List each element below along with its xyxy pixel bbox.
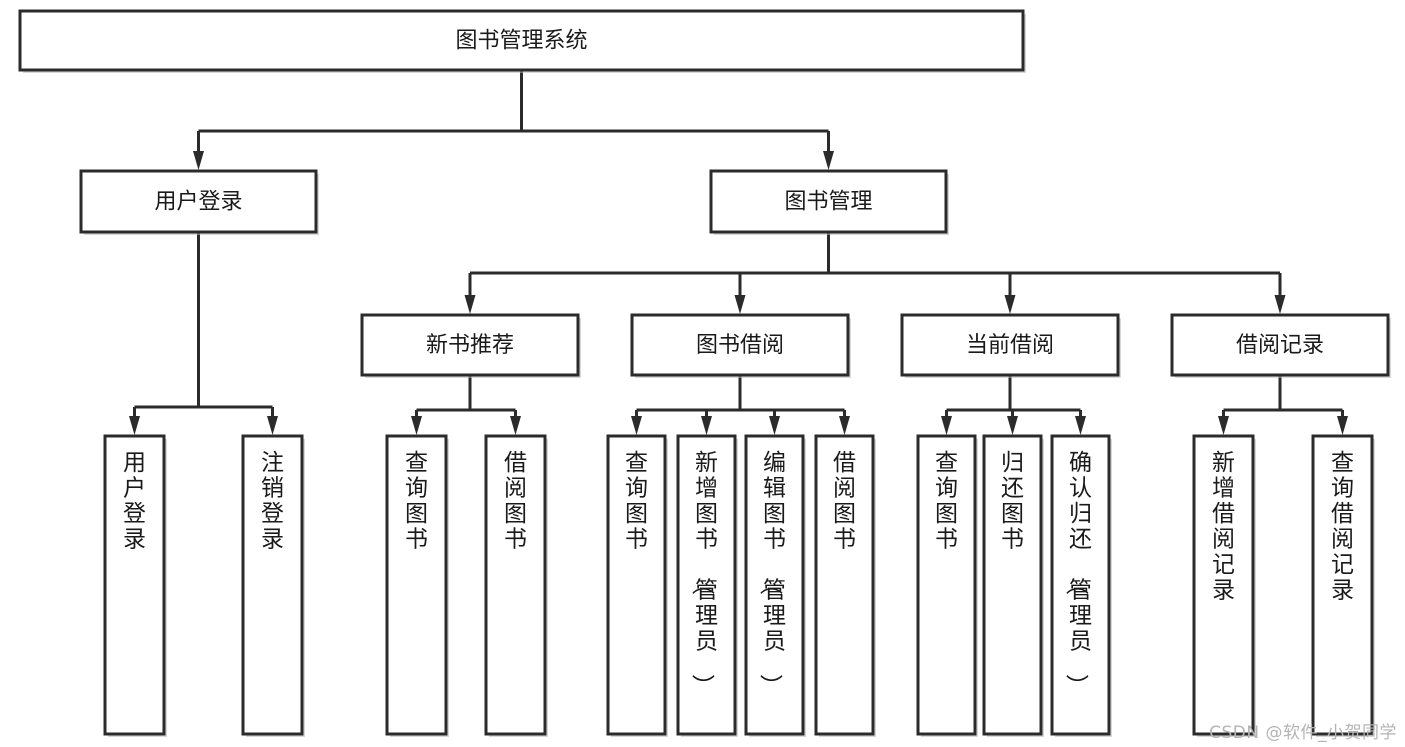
node-rect <box>676 434 737 736</box>
arrow-head-icon <box>129 416 140 435</box>
leaf-bb-query[interactable]: 查询图书 <box>606 434 668 737</box>
node-label: 图书管理 <box>784 190 872 215</box>
arrow-head-icon <box>1274 295 1286 314</box>
node-current-borrow[interactable]: 当前借阅 <box>900 313 1121 378</box>
node-root-root[interactable]: 图书管理系统 <box>18 9 1026 73</box>
node-label: 借阅图书 <box>833 450 856 553</box>
node-rect <box>900 313 1120 377</box>
node-rect <box>1050 434 1111 736</box>
node-rect <box>630 313 850 377</box>
leaf-cb-query[interactable]: 查询图书 <box>916 434 978 737</box>
node-rect <box>79 169 318 234</box>
node-borrow-record[interactable]: 借阅记录 <box>1170 313 1391 378</box>
node-label: 图书借阅 <box>696 333 784 358</box>
node-label: 新增借阅记录 <box>1212 450 1235 604</box>
arrow-head-icon <box>1218 416 1229 435</box>
leaf-leaf-user-login[interactable]: 用户登录 <box>103 434 167 737</box>
node-label: 查询图书 <box>625 450 648 553</box>
arrow-head-icon <box>839 416 850 435</box>
node-rect <box>385 434 448 736</box>
watermark-text: CSDN @软件_小贺同学 <box>1209 723 1397 743</box>
node-label: 借阅记录 <box>1236 333 1324 358</box>
node-rect <box>744 434 805 736</box>
node-book-borrow[interactable]: 图书借阅 <box>630 313 851 378</box>
node-label: 图书管理系统 <box>455 29 587 54</box>
arrow-head-icon <box>1004 295 1016 314</box>
node-label: 新书推荐 <box>426 333 514 358</box>
node-rect <box>1170 313 1390 377</box>
arrow-head-icon <box>464 295 476 314</box>
node-label: 查询图书 <box>405 450 428 553</box>
leaf-bb-add[interactable]: 新增图书（管理员） <box>676 434 738 737</box>
connector-layer <box>129 70 1348 435</box>
node-label: 查询借阅记录 <box>1331 450 1354 604</box>
node-rect <box>606 434 667 736</box>
arrow-head-icon <box>701 416 712 435</box>
node-user-login[interactable]: 用户登录 <box>79 169 319 235</box>
arrow-head-icon <box>411 416 422 435</box>
node-rect <box>18 9 1025 72</box>
node-rect <box>1192 434 1255 736</box>
node-label: 归还图书 <box>1001 450 1024 553</box>
arrow-head-icon <box>193 151 204 170</box>
node-rect <box>1311 434 1374 736</box>
leaf-cb-return[interactable]: 归还图书 <box>982 434 1044 737</box>
node-label: 用户登录 <box>123 450 146 553</box>
leaf-bb-borrow[interactable]: 借阅图书 <box>814 434 876 737</box>
arrow-head-icon <box>823 151 834 170</box>
leaf-bb-edit[interactable]: 编辑图书（管理员） <box>744 434 806 737</box>
node-label: 借阅图书 <box>504 450 527 553</box>
node-rect <box>709 169 948 234</box>
node-label: 确认归还（管理员） <box>1063 450 1092 697</box>
node-rect <box>241 434 304 736</box>
arrow-head-icon <box>631 416 642 435</box>
node-label: 注销登录 <box>261 450 284 553</box>
leaf-leaf-logout[interactable]: 注销登录 <box>241 434 305 737</box>
leaf-nbr-borrow[interactable]: 借阅图书 <box>484 434 548 737</box>
arrow-head-icon <box>1007 416 1018 435</box>
node-label: 新增图书（管理员） <box>689 450 718 697</box>
node-new-book-rec[interactable]: 新书推荐 <box>360 313 581 378</box>
node-label: 编辑图书（管理员） <box>757 450 786 697</box>
arrow-head-icon <box>510 416 521 435</box>
node-label: 查询图书 <box>935 450 958 553</box>
arrow-head-icon <box>1337 416 1348 435</box>
arrow-head-icon <box>941 416 952 435</box>
leaf-br-add[interactable]: 新增借阅记录 <box>1192 434 1256 737</box>
node-label: 用户登录 <box>154 190 242 215</box>
arrow-head-icon <box>734 295 746 314</box>
arrow-head-icon <box>769 416 780 435</box>
node-book-manage[interactable]: 图书管理 <box>709 169 949 235</box>
leaf-nbr-query[interactable]: 查询图书 <box>385 434 449 737</box>
leaf-br-query[interactable]: 查询借阅记录 <box>1311 434 1375 737</box>
node-rect <box>103 434 166 736</box>
leaf-cb-confirm[interactable]: 确认归还（管理员） <box>1050 434 1112 737</box>
node-label: 当前借阅 <box>966 333 1054 358</box>
node-rect <box>814 434 875 736</box>
arrow-head-icon <box>267 416 278 435</box>
node-rect <box>916 434 977 736</box>
node-rect <box>484 434 547 736</box>
node-rect <box>360 313 580 377</box>
arrow-head-icon <box>1075 416 1086 435</box>
node-rect <box>982 434 1043 736</box>
node-layer: 图书管理系统用户登录图书管理新书推荐图书借阅当前借阅借阅记录用户登录注销登录查询… <box>18 9 1391 737</box>
